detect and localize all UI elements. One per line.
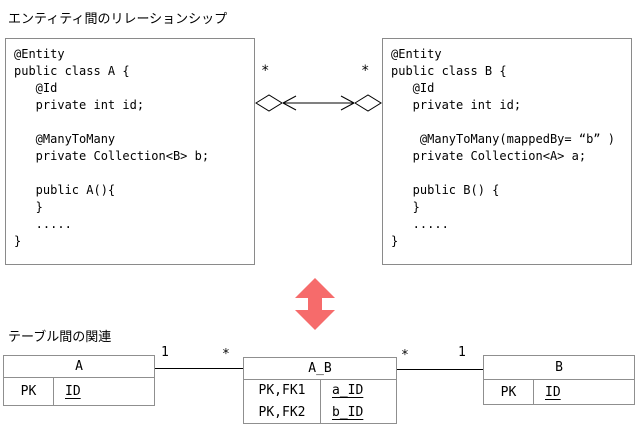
connector-ab-to-b xyxy=(397,369,483,370)
cardinality-one-label: 1 xyxy=(458,345,466,360)
pk-cell: PK xyxy=(4,378,54,405)
connector-a-to-ab xyxy=(155,368,243,369)
pk-fk1-cell: PK,FK1 xyxy=(244,380,321,402)
table-row: PK ID xyxy=(484,380,634,404)
er-table-a-title: A xyxy=(4,356,154,378)
er-table-ab: A_B PK,FK1 a_ID PK,FK2 b_ID xyxy=(243,357,397,424)
pk-fk2-cell: PK,FK2 xyxy=(244,401,321,423)
aggregation-diamond-left-icon xyxy=(255,94,283,112)
double-arrow-shape xyxy=(295,278,335,330)
er-table-b-title: B xyxy=(484,356,634,380)
column-cell: ID xyxy=(545,384,561,400)
er-table-a: A PK ID xyxy=(3,355,155,406)
column-cell: b_ID xyxy=(332,404,364,420)
cardinality-many-label: * xyxy=(222,347,230,362)
entity-a-code-box: @Entity public class A { @Id private int… xyxy=(5,38,255,265)
arrowhead-left-icon xyxy=(282,95,297,111)
table-row: PK,FK2 b_ID xyxy=(244,401,396,423)
entity-section-heading: エンティティ間のリレーションシップ xyxy=(8,12,228,27)
cardinality-one-label: 1 xyxy=(161,345,169,360)
entity-b-code: @Entity public class B { @Id private int… xyxy=(391,47,615,248)
bidirectional-mapping-arrow-icon xyxy=(295,278,335,330)
entity-a-code: @Entity public class A { @Id private int… xyxy=(14,47,210,248)
er-table-b: B PK ID xyxy=(483,355,635,405)
pk-cell: PK xyxy=(484,380,534,404)
table-section-heading: テーブル間の関連 xyxy=(8,330,112,345)
table-row: PK,FK1 a_ID xyxy=(244,380,396,402)
entity-b-code-box: @Entity public class B { @Id private int… xyxy=(382,38,632,265)
table-row: PK ID xyxy=(4,378,154,405)
arrowhead-right-icon xyxy=(340,95,355,111)
many-to-many-connector xyxy=(255,94,382,112)
aggregation-diamond-right-icon xyxy=(354,94,382,112)
cardinality-many-label: * xyxy=(401,348,409,363)
multiplicity-right-label: * xyxy=(361,63,370,79)
column-cell: a_ID xyxy=(332,383,364,399)
er-table-ab-title: A_B xyxy=(244,358,396,380)
multiplicity-left-label: * xyxy=(261,63,270,79)
column-cell: ID xyxy=(65,384,81,399)
